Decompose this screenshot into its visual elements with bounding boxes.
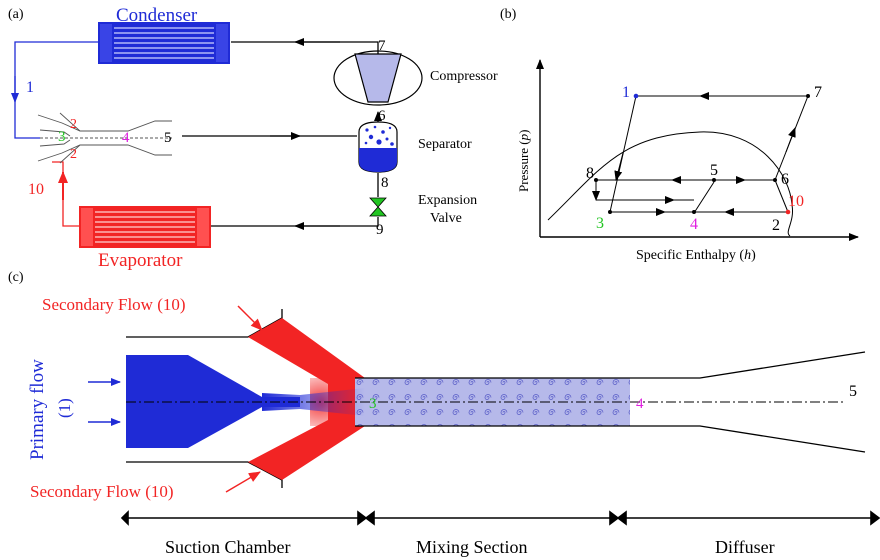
state-3-label: 3: [596, 215, 604, 232]
condenser-label: Condenser: [116, 5, 198, 26]
panel-b-ph-diagram: (b): [500, 7, 859, 263]
pipe-7-to-condenser: [231, 41, 379, 54]
separator-label: Separator: [418, 137, 472, 152]
pipe-9-to-evaporator: [211, 217, 379, 227]
panel-c-ejector-detail: (c) Primary flow (1) Secondary Flow (10)…: [8, 270, 880, 557]
state-7-label: 7: [814, 84, 822, 101]
state-5-label: 5: [710, 162, 718, 179]
point-5-label: 5: [164, 130, 172, 146]
point-9-label: 9: [376, 222, 384, 238]
section-dimension-arrows: [120, 510, 880, 526]
state-6-label: 6: [781, 171, 789, 188]
primary-flow-label: Primary flow: [27, 359, 48, 460]
ejector-outline-icon: [37, 112, 172, 164]
section-label-diffuser: Diffuser: [715, 537, 775, 557]
saturation-dome-curve: [547, 131, 794, 237]
section-label-mixing-section: Mixing Section: [416, 537, 528, 557]
point-2-upper-label: 2: [70, 117, 77, 132]
compressor-label: Compressor: [430, 69, 498, 84]
point-4-ejector-label: 4: [636, 396, 644, 412]
state-2-label: 2: [772, 217, 780, 234]
panel-a-tag: (a): [8, 7, 24, 22]
secondary-flow-label-bottom: Secondary Flow (10): [30, 482, 174, 501]
separator-vessel-icon: [358, 121, 398, 173]
secondary-flow-arrow-bottom: [225, 471, 261, 493]
state-10-label: 10: [788, 193, 804, 210]
state-4-label: 4: [690, 216, 698, 233]
state-1-label: 1: [622, 84, 630, 101]
panel-c-tag: (c): [8, 270, 24, 285]
point-6-label: 6: [378, 108, 386, 124]
cycle-lines: [592, 92, 809, 216]
condenser-heat-exchanger-icon: [98, 22, 230, 64]
point-1-label: 1: [26, 79, 34, 96]
section-label-suction-chamber: Suction Chamber: [165, 537, 290, 557]
compressor-icon: [333, 50, 423, 106]
pipe-evaporator-to-ejector: [52, 161, 79, 227]
expansion-label-line2: Valve: [430, 211, 462, 226]
panel-a-cycle-schematic: (a) Condenser Evap: [8, 5, 498, 271]
primary-flow-number: (1): [55, 398, 74, 418]
panel-b-tag: (b): [500, 7, 517, 22]
piping-lines: [11, 38, 382, 230]
point-7-label: 7: [378, 38, 386, 54]
evaporator-label: Evaporator: [98, 250, 183, 271]
point-10-label: 10: [28, 181, 44, 198]
secondary-flow-passage: [248, 318, 365, 480]
point-3-label: 3: [58, 129, 66, 145]
primary-nozzle: [126, 355, 300, 448]
point-5-ejector-label: 5: [849, 383, 857, 400]
point-8-label: 8: [381, 175, 389, 191]
point-3-ejector-label: 3: [369, 396, 377, 412]
state-8-label: 8: [586, 165, 594, 182]
x-axis-label: Specific Enthalpy (h): [636, 248, 756, 263]
secondary-flow-label-top: Secondary Flow (10): [42, 295, 186, 314]
point-4-label: 4: [122, 130, 130, 146]
state-points: [594, 93, 810, 215]
expansion-label-line1: Expansion: [418, 193, 477, 208]
point-2-lower-label: 2: [70, 147, 77, 162]
secondary-flow-arrow-top: [237, 305, 263, 331]
expansion-valve-icon: [369, 197, 387, 217]
evaporator-heat-exchanger-icon: [79, 206, 211, 248]
y-axis-label: Pressure (p): [516, 130, 531, 192]
